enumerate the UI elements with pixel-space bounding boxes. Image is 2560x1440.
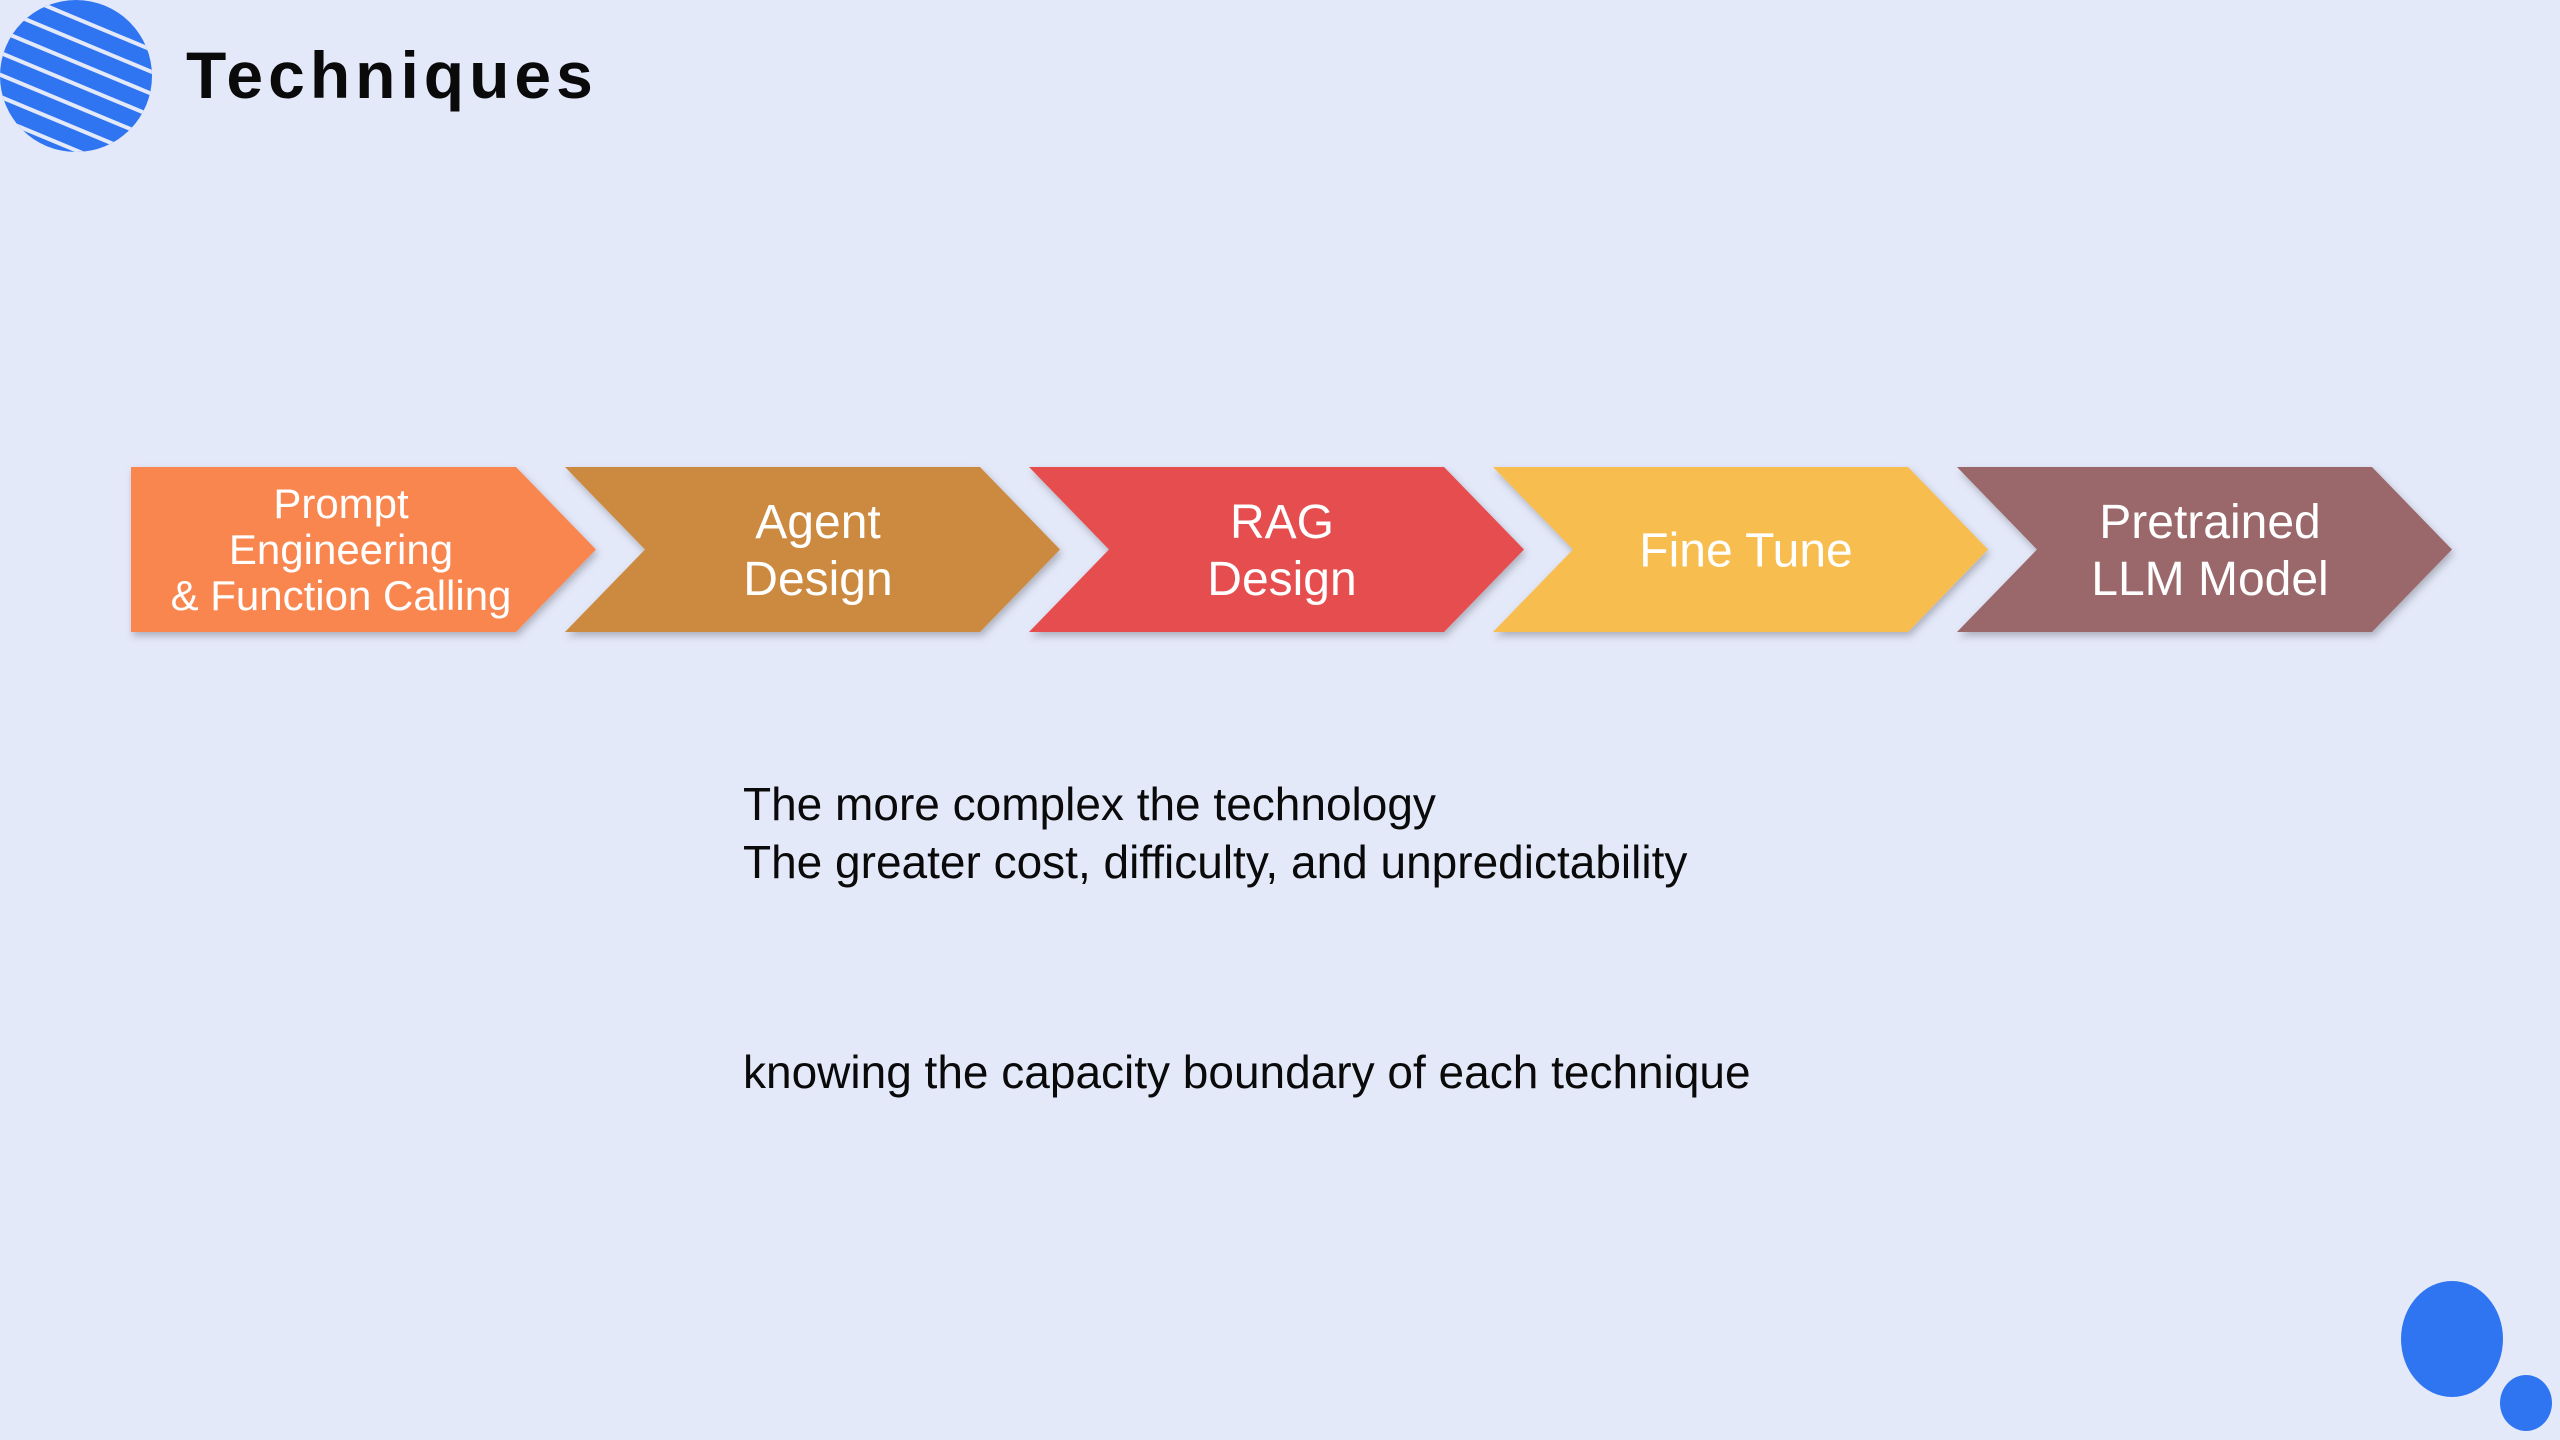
chevron-label-line: Prompt (273, 480, 409, 527)
chevron-fine-tune: Fine Tune (1493, 467, 1988, 632)
chevron-label-line: Agent (755, 496, 880, 549)
chevron-label-line: Fine Tune (1639, 524, 1852, 577)
chevron-label-line: Engineering (229, 526, 453, 573)
chevron-label-line: Design (1207, 553, 1356, 606)
chevron-shape (1029, 467, 1524, 632)
cost-statement: The greater cost, difficulty, and unpred… (743, 836, 1688, 888)
complexity-statement: The more complex the technology (743, 778, 1436, 830)
chevron-label-line: Pretrained (2099, 496, 2320, 549)
chevron-label-line: Design (743, 553, 892, 606)
chevron-label-line: RAG (1230, 496, 1334, 549)
page-title: Techniques (186, 38, 598, 112)
chevron-shape (131, 467, 596, 632)
chevron-shape (1493, 467, 1988, 632)
chevron-shape (565, 467, 1060, 632)
chevron-shape (1957, 467, 2452, 632)
striped-circle-icon (0, 0, 152, 152)
corner-dot-large (2401, 1281, 2503, 1397)
chevron-label-line: LLM Model (2091, 553, 2328, 606)
corner-dot-small (2500, 1375, 2552, 1431)
chevron-label-line: & Function Calling (171, 572, 512, 619)
chevron-label: Fine Tune (1639, 524, 1852, 577)
capacity-boundary-statement: knowing the capacity boundary of each te… (743, 1046, 1751, 1098)
